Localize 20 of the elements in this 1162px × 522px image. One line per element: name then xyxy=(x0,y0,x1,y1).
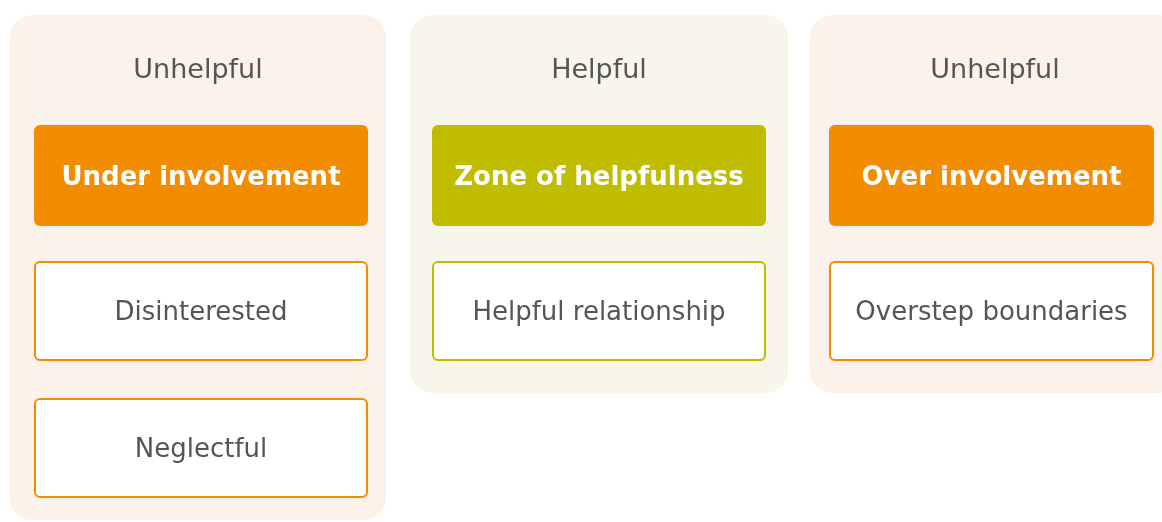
category-box xyxy=(34,125,368,226)
category-box xyxy=(829,125,1154,226)
box-text: Helpful relationship xyxy=(472,296,726,326)
behaviour-box xyxy=(829,261,1154,361)
box-text: Overstep boundaries xyxy=(855,296,1128,326)
box-text: Over involvement xyxy=(861,160,1122,191)
behaviour-box xyxy=(34,398,368,498)
box-text: Neglectful xyxy=(134,433,268,463)
column-panel xyxy=(810,15,1162,393)
column-panel xyxy=(410,15,788,393)
column-heading: Unhelpful xyxy=(930,53,1060,84)
box-text: Under involvement xyxy=(61,160,341,191)
box-text: Disinterested xyxy=(114,296,288,326)
column-heading: Helpful xyxy=(551,53,647,84)
behaviour-box xyxy=(432,261,766,361)
column-heading: Unhelpful xyxy=(133,53,263,84)
box-text: Zone of helpfulness xyxy=(454,160,744,191)
column-panel xyxy=(10,15,386,520)
category-box xyxy=(432,125,766,226)
behaviour-box xyxy=(34,261,368,361)
